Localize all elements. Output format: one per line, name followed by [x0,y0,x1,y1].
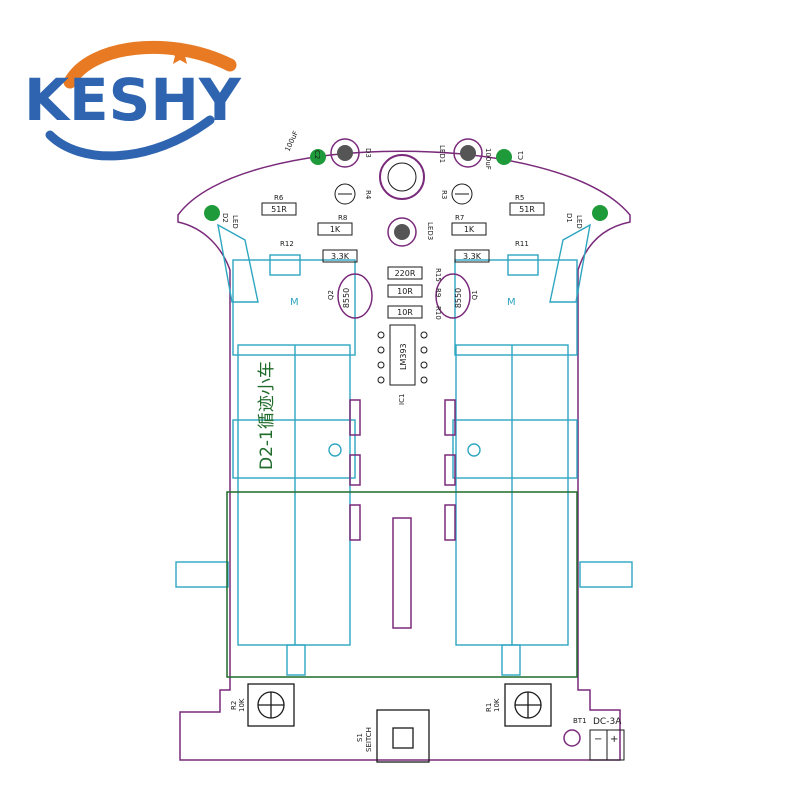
power-connector [589,729,625,761]
motor-label-right: M [507,297,516,308]
keshy-logo: KESHY [20,20,250,170]
label-c2: C2 [313,150,321,159]
label-s1: S1 [356,733,364,742]
label-led: LED [231,215,239,229]
motor-modules [175,223,633,676]
motor-label-left: M [290,297,299,308]
label-r10: R10 [434,306,442,320]
ic-ref-label: IC1 [398,394,406,405]
motor-right-top [454,259,578,356]
center-slot [392,517,412,629]
photoresistor-r3 [451,183,473,205]
potentiometer-r1 [504,683,552,727]
logo-star [169,42,191,64]
axle-left [175,561,229,588]
ic-part-label: LM393 [399,343,408,370]
led3-component [387,217,417,247]
resistor-value: 10R [397,308,413,317]
sensor-right [549,223,591,303]
resistor-value: 220R [395,269,416,278]
label-r1-value: 10K [493,698,501,712]
logo-text: KESHY [24,66,242,134]
sensor-left [217,223,259,303]
label-r15: R15 [434,268,442,282]
label-r3: R3 [440,190,448,199]
battery-frame [226,491,578,678]
resistor-value: 10R [397,287,413,296]
resistor-value: 3.3K [463,252,482,261]
mount-hole [563,729,581,747]
label-q1: Q1 [471,290,479,300]
label-d2: D2 [221,213,229,223]
resistor-value: 51R [271,205,287,214]
label-led: LED [575,215,583,229]
label-power: DC-3A [593,717,622,727]
label-minus: − [594,734,602,745]
transistors [337,273,471,319]
motor-left-top [232,259,356,356]
label-c1-value: 100uF [484,148,492,170]
label-led3: LED3 [426,222,434,240]
resistor-value: 51R [519,205,535,214]
board-outline [177,150,631,761]
label-r1: R1 [485,703,493,712]
board-title: D2-1循迹小车 [257,361,277,470]
resistor-value: 1K [330,225,341,234]
capacitor-c2 [330,138,360,168]
label-r4: R4 [364,190,372,200]
label-s1-name: SEITCH [365,727,373,752]
resistor-value: 3.3K [331,252,350,261]
label-bt1: BT1 [573,717,587,725]
led-green-c1 [496,149,512,165]
axle-right [579,561,633,588]
label-d1: D1 [565,213,573,223]
mount-slots [349,399,581,747]
label-r2-value: 10K [238,698,246,712]
label-r7: R7 [455,214,464,222]
label-r11: R11 [515,240,529,248]
resistor-outlines [261,202,545,319]
photoresistor-r4 [334,183,356,205]
transistor-q2-type: 8550 [342,288,351,308]
led-green-c2 [310,149,326,165]
label-d3: D3 [364,148,372,158]
label-r6: R6 [274,194,284,202]
label-c1: C1 [517,151,525,160]
transistor-q1-type: 8550 [454,288,463,308]
switch-s1 [376,709,430,763]
logo-swoosh-blue [45,115,215,161]
center-hole [379,154,425,200]
motor-left-body [237,344,351,646]
label-r12: R12 [280,240,294,248]
label-plus: + [610,734,618,745]
potentiometer-r2 [247,683,295,727]
ic-lm393 [377,324,428,386]
resistor-value: 1K [464,225,475,234]
label-c2-value: 100uF [284,130,300,153]
led-d2-pad [204,205,220,221]
led-d1-pad [592,205,608,221]
label-r2: R2 [230,701,238,710]
label-r9: R9 [434,288,442,297]
label-led1: LED1 [438,145,446,163]
capacitor-c1 [453,138,483,168]
label-r8: R8 [338,214,347,222]
label-r5: R5 [515,194,524,202]
logo-swoosh-orange [63,40,237,89]
label-q2: Q2 [327,290,335,300]
